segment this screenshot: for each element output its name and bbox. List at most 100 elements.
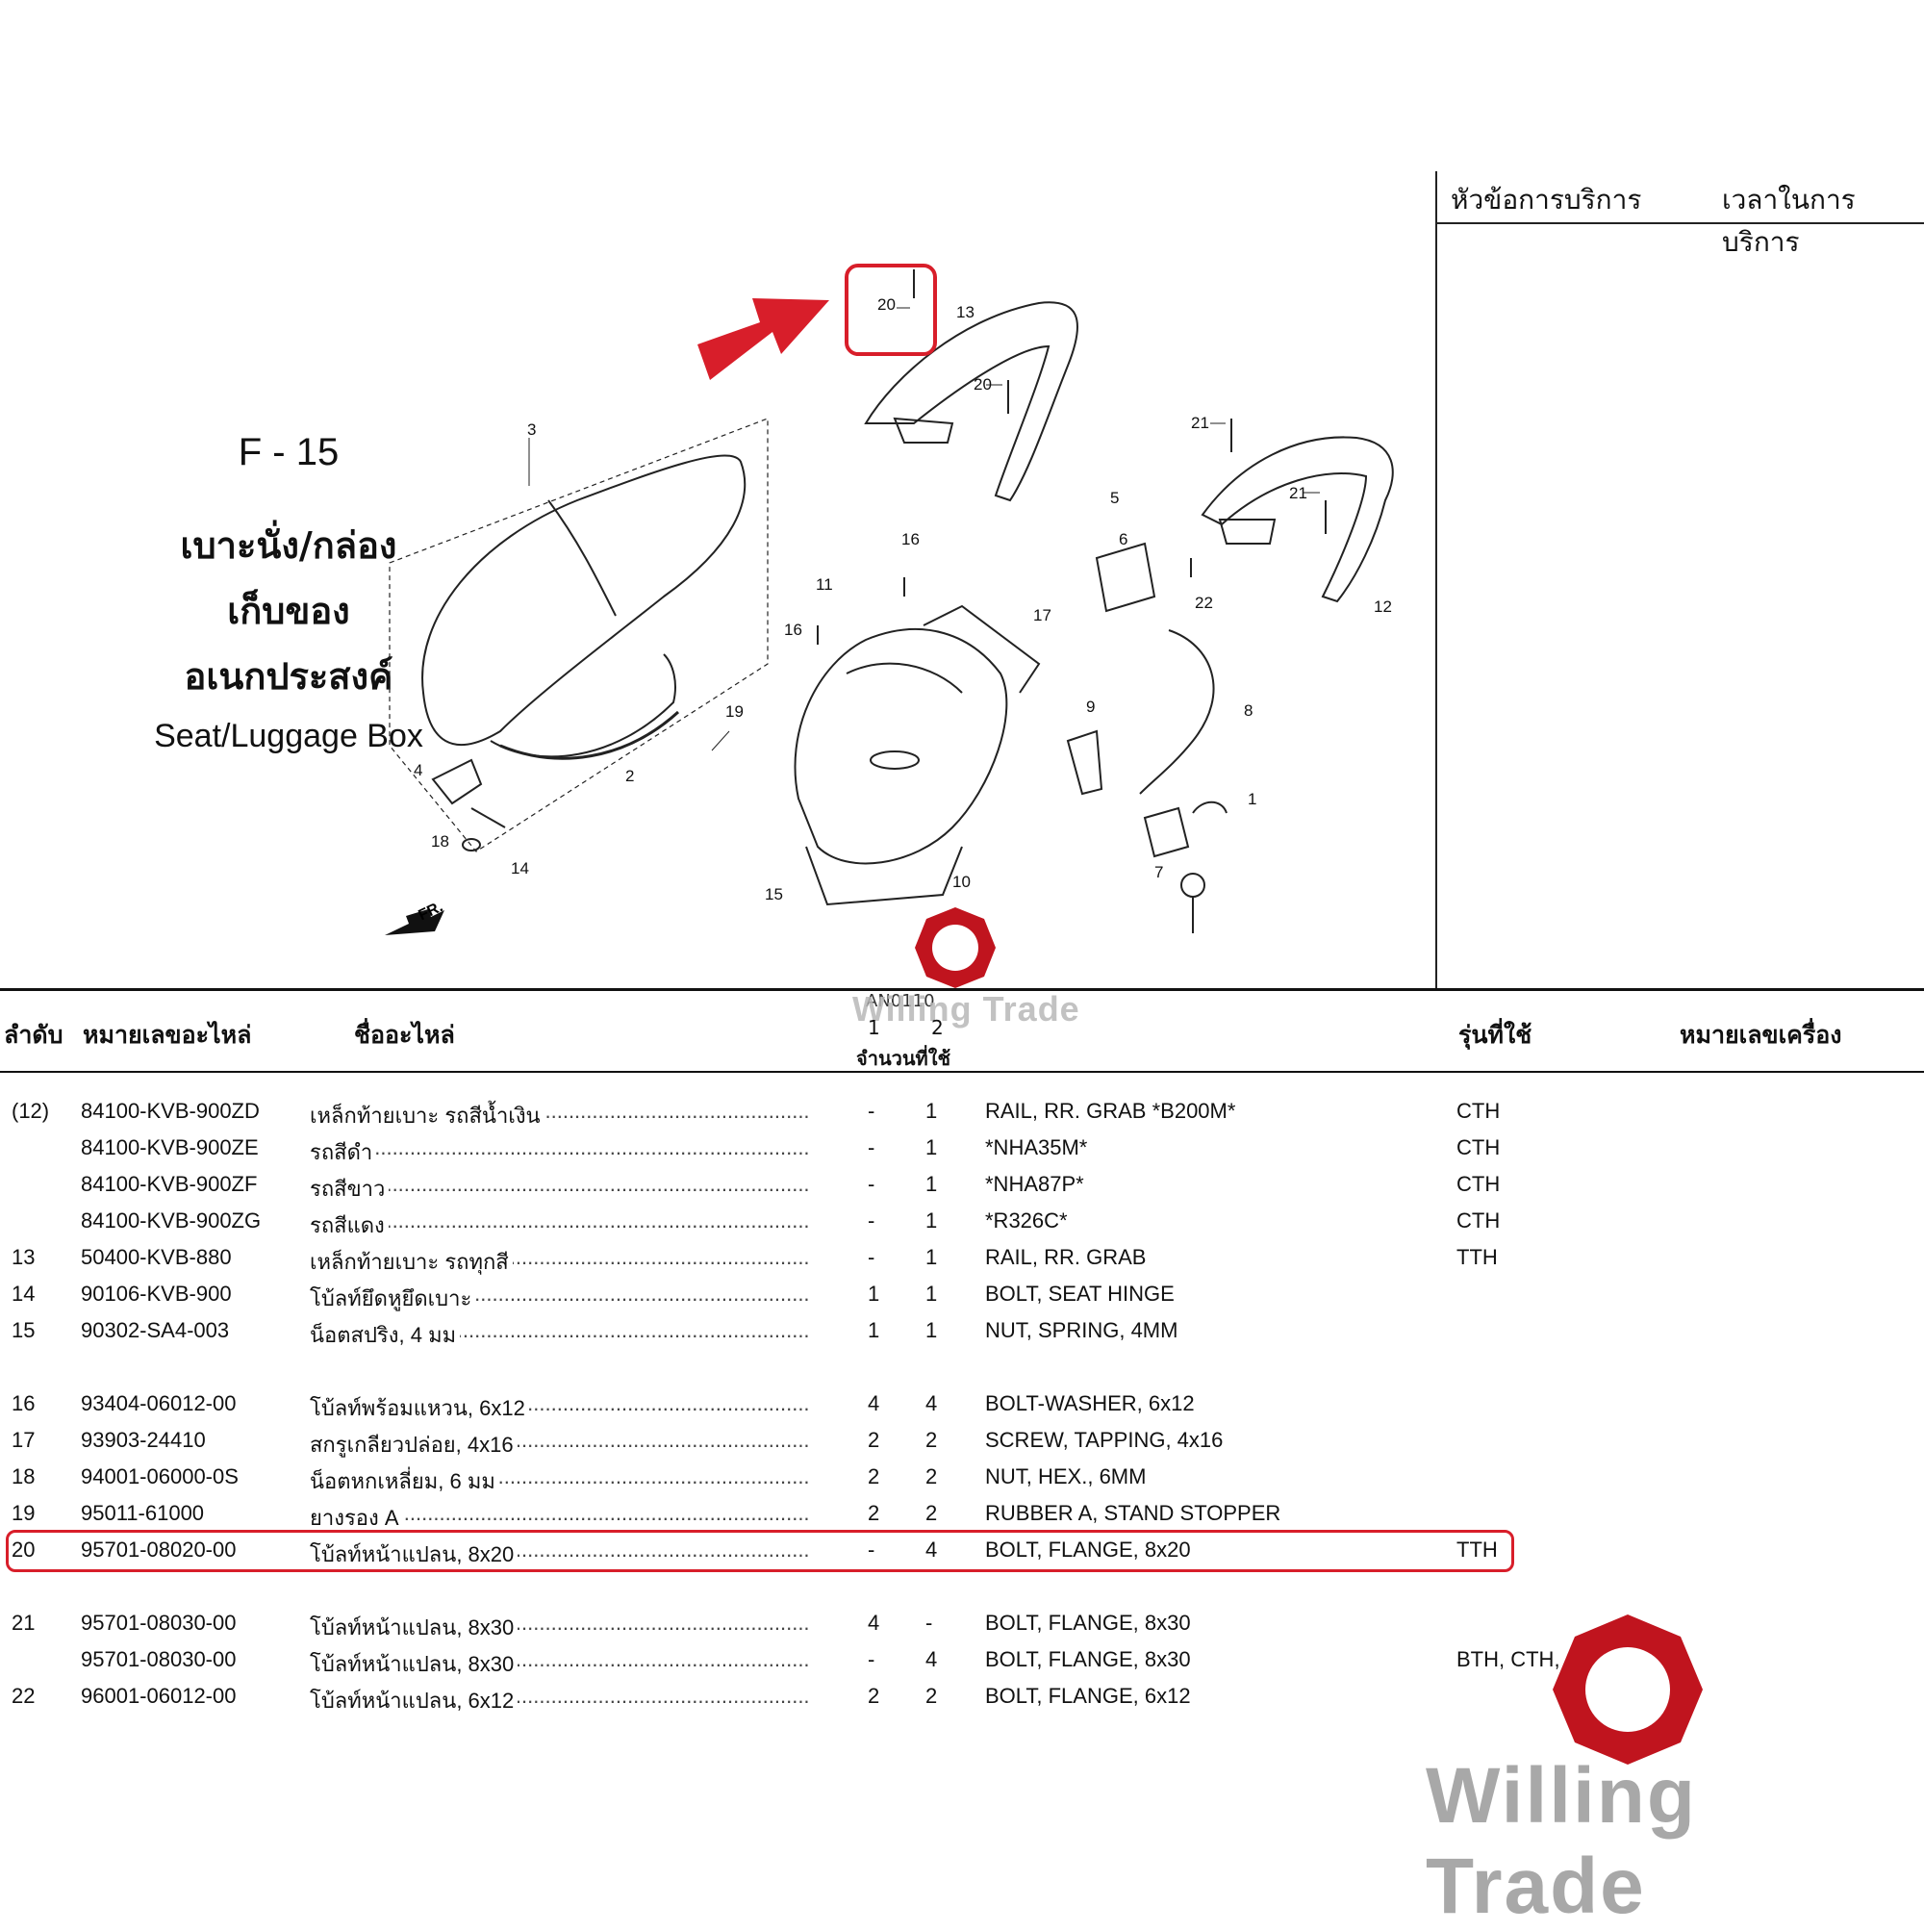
name-th-cell: โบ้ลท์หน้าแปลน, 8x30: [310, 1611, 519, 1644]
header-qty-label: จำนวนที่ใช้: [856, 1047, 951, 1070]
qty-1-cell: -: [868, 1245, 875, 1269]
callout-5: 5: [1110, 489, 1119, 507]
part-20-highlight-box: [845, 264, 937, 356]
name-en-cell: BOLT, FLANGE, 8x30: [985, 1611, 1191, 1635]
part-number-cell: 95701-08030-00: [81, 1647, 237, 1671]
callout-2: 2: [625, 767, 634, 785]
name-th-cell: น็อตหกเหลี่ยม, 6 มม: [310, 1464, 499, 1498]
ref-cell: 13: [12, 1245, 36, 1269]
luggage-box-drawing: [794, 604, 1041, 906]
name-en-cell: NUT, SPRING, 4MM: [985, 1318, 1178, 1342]
callout-3: 3: [527, 420, 536, 439]
callout-15: 15: [765, 885, 783, 903]
watermark-text-large: Willing Trade: [1426, 1752, 1697, 1930]
table-row: ........................................…: [0, 1678, 1924, 1717]
name-th-cell: โบ้ลท์หน้าแปลน, 6x12: [310, 1684, 519, 1717]
model-cell: CTH: [1456, 1099, 1501, 1123]
section-title-th-3: อเนกประสงค์: [184, 655, 393, 698]
name-th-cell: เหล็กท้ายเบาะ รถทุกสี: [310, 1245, 513, 1279]
qty-2-cell: 1: [925, 1318, 938, 1342]
watermark-text-mid: Willing Trade: [852, 989, 1080, 1029]
qty-1-cell: -: [868, 1208, 875, 1233]
table-row: ........................................…: [0, 1312, 1924, 1352]
direction-label: FR.: [417, 899, 446, 924]
ref-cell: 19: [12, 1501, 36, 1525]
key-cylinder-drawing: [1143, 801, 1228, 933]
header-engine-no: หมายเลขเครื่อง: [1680, 1021, 1842, 1049]
name-th-cell: โบ้ลท์หน้าแปลน, 8x30: [310, 1647, 519, 1681]
callout-22: 22: [1195, 594, 1213, 612]
ref-cell: 21: [12, 1611, 36, 1635]
model-cell: TTH: [1456, 1245, 1498, 1269]
bolts-drawing: [817, 269, 1327, 645]
callout-6: 6: [1119, 530, 1127, 548]
callout-13: 13: [956, 303, 975, 321]
table-row: ........................................…: [0, 1130, 1924, 1169]
name-en-cell: RAIL, RR. GRAB *B200M*: [985, 1099, 1236, 1123]
callout-16: 16: [901, 530, 920, 548]
name-en-cell: BOLT, SEAT HINGE: [985, 1282, 1175, 1306]
part-number-cell: 84100-KVB-900ZD: [81, 1099, 260, 1123]
part-number-cell: 95701-08030-00: [81, 1611, 237, 1635]
part-number-cell: 50400-KVB-880: [81, 1245, 232, 1269]
ref-cell: 14: [12, 1282, 36, 1306]
leader-dots: ........................................…: [310, 1135, 810, 1159]
callout-7: 7: [1154, 863, 1163, 881]
qty-2-cell: 4: [925, 1391, 938, 1415]
name-th-cell: รถสีขาว: [310, 1172, 390, 1206]
table-row: ........................................…: [0, 1093, 1924, 1132]
part-number-cell: 84100-KVB-900ZE: [81, 1135, 259, 1159]
ref-cell: 15: [12, 1318, 36, 1342]
qty-2-cell: 2: [925, 1684, 938, 1708]
section-code: F - 15: [238, 431, 340, 473]
table-row: ........................................…: [0, 1166, 1924, 1206]
part-number-cell: 94001-06000-0S: [81, 1464, 239, 1488]
header-part-no: หมายเลขอะไหล่: [83, 1021, 252, 1049]
part-number-cell: 95011-61000: [81, 1501, 205, 1525]
table-header-border: [0, 1071, 1924, 1073]
rear-grab-rail-13-drawing: [864, 301, 1078, 502]
name-en-cell: BOLT, FLANGE, 8x30: [985, 1647, 1191, 1671]
qty-1-cell: 2: [868, 1501, 880, 1525]
watermark-logo-small: [915, 907, 996, 988]
qty-1-cell: 4: [868, 1391, 880, 1415]
qty-2-cell: 1: [925, 1245, 938, 1269]
qty-1-cell: -: [868, 1172, 875, 1196]
pointer-arrow: [697, 298, 829, 380]
model-cell: CTH: [1456, 1135, 1501, 1159]
qty-2-cell: 2: [925, 1501, 938, 1525]
table-row: ........................................…: [0, 1385, 1924, 1425]
callout-16: 16: [784, 621, 802, 639]
qty-1-cell: 1: [868, 1318, 880, 1342]
callout-18: 18: [431, 832, 449, 851]
cable-drawing: [1139, 629, 1215, 795]
qty-1-cell: 2: [868, 1684, 880, 1708]
callout-9: 9: [1086, 698, 1095, 716]
name-en-cell: RUBBER A, STAND STOPPER: [985, 1501, 1281, 1525]
service-box-divider-vertical: [1435, 171, 1437, 991]
callout-14: 14: [511, 859, 529, 877]
name-en-cell: *R326C*: [985, 1208, 1068, 1233]
ref-cell: 16: [12, 1391, 36, 1415]
service-time-header: เวลาในการบริการ: [1722, 184, 1856, 258]
qty-2-cell: 1: [925, 1135, 938, 1159]
name-th-cell: โบ้ลท์หน้าแปลน, 8x20: [310, 1538, 519, 1571]
name-en-cell: BOLT, FLANGE, 6x12: [985, 1684, 1191, 1708]
leader-dots: ........................................…: [310, 1208, 810, 1233]
qty-2-cell: -: [925, 1611, 933, 1635]
seat-hinge-drawing: [431, 758, 506, 852]
ref-cell: 18: [12, 1464, 36, 1488]
table-row: ........................................…: [0, 1239, 1924, 1279]
qty-1-cell: 2: [868, 1464, 880, 1488]
model-cell: CTH: [1456, 1172, 1501, 1196]
ref-cell: 17: [12, 1428, 36, 1452]
name-en-cell: *NHA35M*: [985, 1135, 1088, 1159]
qty-2-cell: 1: [925, 1172, 938, 1196]
header-ref: ลำดับ: [4, 1021, 63, 1049]
part-number-cell: 84100-KVB-900ZF: [81, 1172, 258, 1196]
qty-1-cell: 2: [868, 1428, 880, 1452]
model-cell: CTH: [1456, 1208, 1501, 1233]
callout-19: 19: [725, 702, 744, 721]
part-20-row-highlight: [6, 1530, 1514, 1572]
